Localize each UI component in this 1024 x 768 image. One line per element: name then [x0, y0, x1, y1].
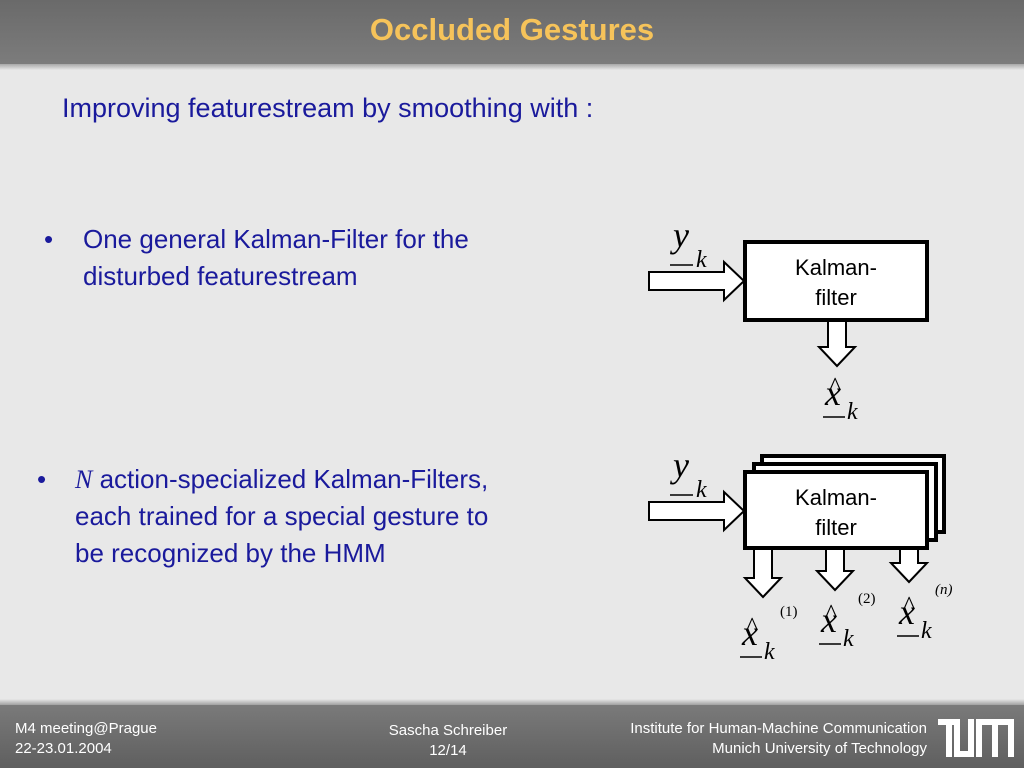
output-arrow [816, 320, 858, 368]
bullet-line: be recognized by the HMM [75, 538, 386, 568]
footer-center: Sascha Schreiber 12/14 [348, 721, 548, 761]
header-shadow [0, 64, 1024, 70]
bullet-line: each trained for a special gesture to [75, 501, 489, 531]
output-symbol: x [824, 373, 841, 413]
footer-shadow [0, 699, 1024, 705]
input-subscript: k [696, 477, 707, 503]
output-subscript: k [764, 639, 775, 665]
bullet-marker: • [37, 464, 47, 494]
footer-author: Sascha Schreiber [388, 722, 508, 739]
single-filter-diagram: Kalman- filter y k ^ x k [648, 215, 929, 425]
output-arrow-1 [742, 548, 784, 599]
footer-university: Munich University of Technology [712, 740, 927, 757]
output-arrow-n [888, 548, 930, 584]
hat-symbol: ^ [903, 591, 915, 620]
bullet-line: One general Kalman-Filter for the [83, 224, 469, 254]
hat-symbol: ^ [825, 599, 837, 628]
footer-date: 22-23.01.2004 [15, 740, 112, 757]
footer-right: Institute for Human-Machine Communicatio… [560, 719, 927, 759]
input-arrow [648, 259, 746, 303]
intro-text: Improving featurestream by smoothing wit… [62, 93, 594, 123]
superscript-2: (2) [858, 591, 876, 607]
bullet-line: disturbed featurestream [83, 261, 358, 291]
input-symbol: y [670, 215, 689, 255]
superscript-n: (n) [935, 582, 953, 598]
hat-symbol: ^ [746, 612, 758, 641]
box-label-line1: Kalman- [795, 485, 877, 510]
box-label-line2: filter [815, 285, 857, 310]
hat-symbol: ^ [829, 372, 841, 401]
footer-left: M4 meeting@Prague 22-23.01.2004 [15, 719, 157, 759]
box-label-line1: Kalman- [795, 255, 877, 280]
superscript-1: (1) [780, 604, 798, 620]
kalman-filter-box [743, 240, 929, 322]
footer-institute: Institute for Human-Machine Communicatio… [630, 720, 927, 737]
bullet-single-filter: • One general Kalman-Filter for the dist… [44, 221, 604, 301]
bullet-marker: • [44, 224, 54, 254]
footer-page-number: 12/14 [429, 742, 467, 759]
kalman-filter-box [743, 470, 929, 550]
output-symbol: x [898, 592, 915, 632]
output-symbol: x [820, 600, 837, 640]
footer-meeting: M4 meeting@Prague [15, 720, 157, 737]
input-symbol: y [670, 445, 689, 485]
output-subscript: k [847, 399, 858, 425]
n-symbol: N [75, 465, 93, 494]
output-subscript: k [843, 626, 854, 652]
tum-logo-icon [938, 719, 1014, 757]
output-symbol: x [741, 613, 758, 653]
output-arrow-2 [814, 548, 856, 592]
bullet-multi-filter: • N action-specialized Kalman-Filters, e… [37, 461, 597, 576]
input-arrow [648, 489, 746, 533]
slide-title: Occluded Gestures [369, 12, 655, 47]
input-subscript: k [696, 247, 707, 273]
multi-filter-diagram: Kalman- filter y k ^ x k (1) ^ x k (2) ^… [648, 445, 953, 665]
header-bar [0, 0, 1024, 64]
output-subscript: k [921, 618, 932, 644]
box-label-line2: filter [815, 515, 857, 540]
footer-bar [0, 705, 1024, 768]
bullet-line: action-specialized Kalman-Filters, [92, 464, 489, 494]
